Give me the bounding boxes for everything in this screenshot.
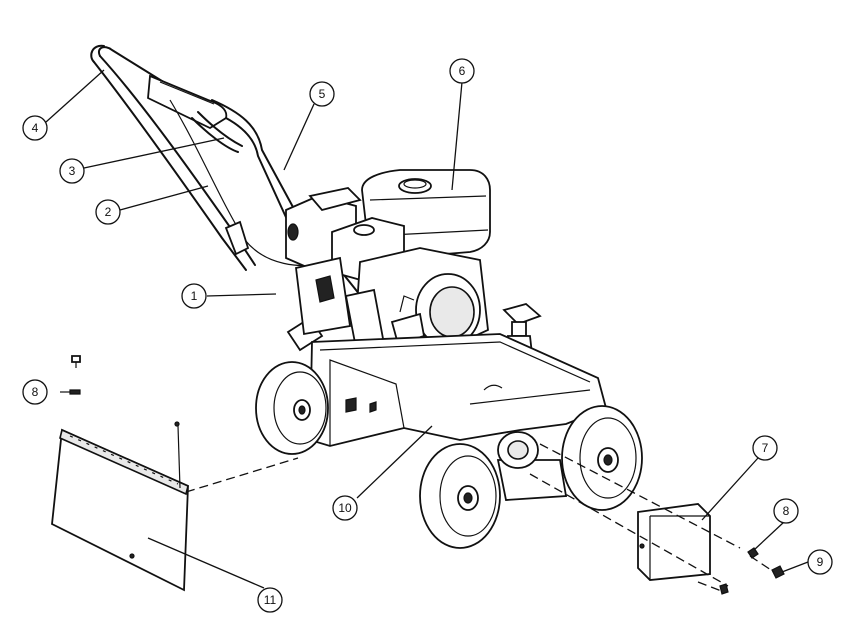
callout-bubble-7: 7 [752, 435, 778, 461]
callout-label: 9 [817, 555, 824, 569]
hardware-left [60, 355, 81, 395]
callout-bubble-8-left: 8 [22, 379, 48, 405]
callout-label: 7 [762, 441, 769, 455]
callout-label: 4 [32, 121, 39, 135]
callout-bubble-9: 9 [807, 549, 833, 575]
deck-frame [309, 333, 608, 501]
callout-bubble-10: 10 [332, 495, 358, 521]
callout-bubble-8-right: 8 [773, 498, 799, 524]
wheel-rear-left [255, 361, 329, 455]
callout-label: 10 [338, 501, 352, 515]
callout-bubble-5: 5 [309, 81, 335, 107]
callout-bubble-1: 1 [181, 283, 207, 309]
callout-bubble-11: 11 [257, 587, 283, 613]
callout-label: 6 [459, 64, 466, 78]
callout-bubble-3: 3 [59, 158, 85, 184]
callout-bubble-2: 2 [95, 199, 121, 225]
side-cover [637, 503, 711, 581]
engine [285, 169, 542, 357]
wheel-front [419, 443, 501, 549]
callout-bubble-6: 6 [449, 58, 475, 84]
callout-label: 11 [264, 593, 277, 607]
callout-label: 3 [69, 164, 76, 178]
callout-label: 8 [783, 504, 790, 518]
callout-label: 2 [105, 205, 112, 219]
callout-label: 8 [32, 385, 39, 399]
wheels [255, 361, 643, 549]
hardware-right [719, 547, 785, 595]
rear-flap [51, 421, 189, 592]
callout-leaders [45, 69, 809, 589]
assembly-lines [185, 443, 775, 593]
wheel-rear-right [561, 405, 643, 511]
callout-label: 5 [319, 87, 326, 101]
callout-bubble-4: 4 [22, 115, 48, 141]
callout-label: 1 [191, 289, 198, 303]
